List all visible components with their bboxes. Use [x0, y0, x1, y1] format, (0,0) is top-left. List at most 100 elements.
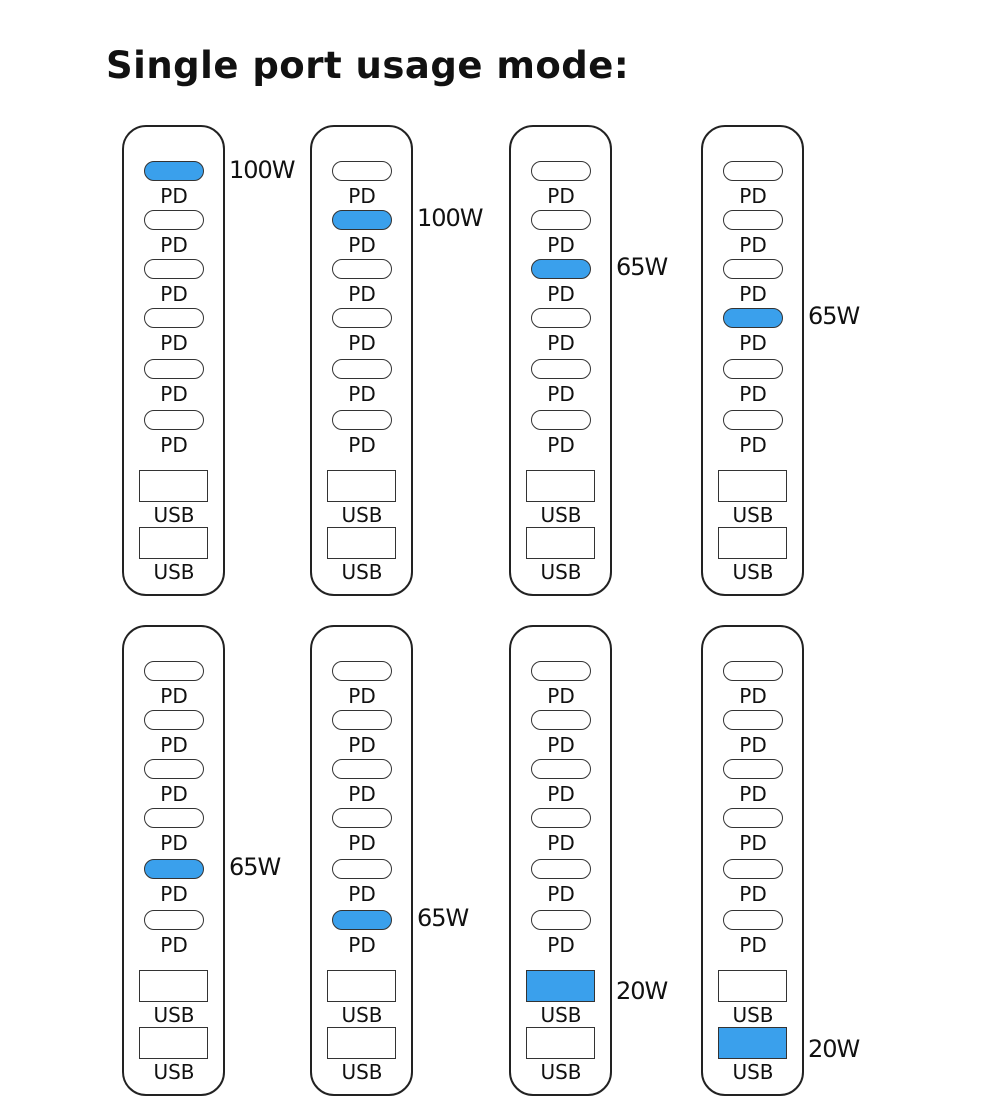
pd-port: [531, 161, 591, 181]
pd-label: PD: [348, 184, 376, 208]
pd-port: [144, 710, 204, 730]
usb-label: USB: [153, 1060, 195, 1084]
pd-port: [531, 910, 591, 930]
pd-label: PD: [348, 331, 376, 355]
pd-label: PD: [739, 282, 767, 306]
usb-port: [139, 527, 208, 559]
usb-label: USB: [732, 1003, 774, 1027]
usb-label: USB: [341, 1060, 383, 1084]
pd-port: [144, 910, 204, 930]
pd-label: PD: [739, 733, 767, 757]
usb-port: [139, 970, 208, 1002]
pd-port: [531, 359, 591, 379]
pd-port-active: [332, 210, 392, 230]
pd-label: PD: [547, 733, 575, 757]
pd-port-active: [144, 161, 204, 181]
pd-label: PD: [160, 733, 188, 757]
pd-port: [723, 859, 783, 879]
usb-label: USB: [341, 1003, 383, 1027]
pd-port: [723, 210, 783, 230]
pd-label: PD: [348, 282, 376, 306]
usb-label: USB: [732, 1060, 774, 1084]
pd-label: PD: [739, 933, 767, 957]
usb-label: USB: [153, 560, 195, 584]
pd-port: [144, 661, 204, 681]
pd-label: PD: [547, 831, 575, 855]
pd-label: PD: [160, 433, 188, 457]
charger-hub: PD PD PD PD PD PD USB USB: [122, 125, 225, 596]
pd-label: PD: [739, 382, 767, 406]
power-output-label: 65W: [417, 904, 469, 932]
pd-port: [531, 308, 591, 328]
usb-label: USB: [153, 1003, 195, 1027]
pd-label: PD: [348, 733, 376, 757]
pd-label: PD: [348, 433, 376, 457]
pd-port: [723, 661, 783, 681]
pd-port: [332, 710, 392, 730]
pd-port-active: [332, 910, 392, 930]
pd-label: PD: [547, 282, 575, 306]
pd-port: [531, 661, 591, 681]
usb-label: USB: [540, 503, 582, 527]
pd-label: PD: [547, 184, 575, 208]
pd-port: [723, 910, 783, 930]
usb-port: [139, 470, 208, 502]
usb-port: [718, 470, 787, 502]
pd-label: PD: [739, 233, 767, 257]
pd-label: PD: [739, 831, 767, 855]
pd-label: PD: [160, 684, 188, 708]
pd-label: PD: [739, 184, 767, 208]
usb-port: [327, 470, 396, 502]
usb-label: USB: [153, 503, 195, 527]
pd-label: PD: [739, 684, 767, 708]
power-output-label: 65W: [808, 302, 860, 330]
pd-port: [144, 808, 204, 828]
usb-port: [327, 970, 396, 1002]
power-output-label: 65W: [616, 253, 668, 281]
usb-label: USB: [341, 560, 383, 584]
pd-port-active: [723, 308, 783, 328]
pd-port: [723, 759, 783, 779]
usb-label: USB: [732, 560, 774, 584]
power-output-label: 20W: [616, 977, 668, 1005]
pd-port: [531, 210, 591, 230]
pd-label: PD: [547, 782, 575, 806]
pd-port: [332, 759, 392, 779]
pd-port: [531, 808, 591, 828]
pd-label: PD: [160, 831, 188, 855]
pd-port: [723, 410, 783, 430]
page-title: Single port usage mode:: [106, 44, 630, 87]
pd-label: PD: [547, 382, 575, 406]
pd-port: [144, 308, 204, 328]
pd-port: [723, 259, 783, 279]
pd-port: [332, 808, 392, 828]
pd-port: [531, 710, 591, 730]
pd-port: [332, 161, 392, 181]
pd-label: PD: [160, 382, 188, 406]
pd-label: PD: [160, 233, 188, 257]
pd-label: PD: [160, 331, 188, 355]
pd-label: PD: [348, 782, 376, 806]
usb-label: USB: [540, 1003, 582, 1027]
pd-port: [144, 410, 204, 430]
pd-port: [723, 808, 783, 828]
usb-port-active: [718, 1027, 787, 1059]
pd-label: PD: [160, 184, 188, 208]
pd-port: [332, 661, 392, 681]
pd-label: PD: [547, 933, 575, 957]
pd-label: PD: [547, 433, 575, 457]
pd-label: PD: [739, 433, 767, 457]
pd-port-active: [144, 859, 204, 879]
usb-port: [327, 1027, 396, 1059]
power-output-label: 20W: [808, 1035, 860, 1063]
pd-label: PD: [160, 782, 188, 806]
pd-label: PD: [160, 282, 188, 306]
pd-port: [144, 359, 204, 379]
pd-label: PD: [160, 933, 188, 957]
pd-label: PD: [547, 882, 575, 906]
pd-port: [144, 759, 204, 779]
usb-label: USB: [540, 560, 582, 584]
pd-port: [723, 359, 783, 379]
